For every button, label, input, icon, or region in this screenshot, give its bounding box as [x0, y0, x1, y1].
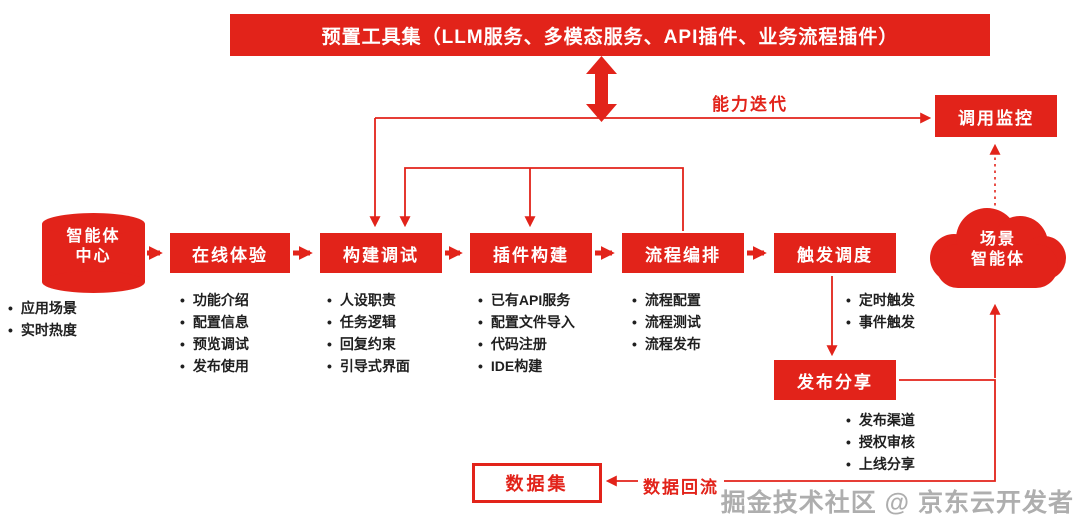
bullet-item: 定时触发 [846, 289, 915, 311]
call-monitor-box: 调用监控 [935, 95, 1057, 137]
bullet-item: 流程发布 [632, 333, 701, 355]
dataset-label: 数据集 [505, 474, 569, 494]
orchestration-bullets: 流程配置 流程测试 流程发布 [632, 289, 701, 355]
cloud-shape [936, 244, 1058, 288]
agent-center-label-line1: 智能体 [66, 228, 121, 245]
data-backflow-label: 数据回流 [638, 473, 724, 498]
cylinder-bottom [42, 271, 145, 293]
scene-agent-label-line2: 智能体 [970, 251, 1025, 268]
watermark-text: 掘金技术社区 @ 京东云开发者 [720, 489, 1074, 517]
scene-agent-label-line1: 场景 [979, 231, 1016, 248]
bullet-item: 发布渠道 [846, 409, 915, 431]
feedback-loop-line [399, 167, 684, 231]
flow-box-label: 流程编排 [645, 245, 721, 265]
toolset-double-arrow-icon [586, 56, 617, 122]
agent-center-cylinder: 智能体 中心 [42, 213, 145, 293]
publish-share-bullets: 发布渠道 授权审核 上线分享 [846, 409, 915, 475]
flow-box-orchestration: 流程编排 [622, 233, 744, 273]
bullet-item: 授权审核 [846, 431, 915, 453]
flow-box-label: 插件构建 [493, 245, 569, 265]
toolset-banner: 预置工具集（LLM服务、多模态服务、API插件、业务流程插件） [230, 14, 990, 56]
build-debug-bullets: 人设职责 任务逻辑 回复约束 引导式界面 [327, 289, 410, 377]
bullet-item: 功能介绍 [180, 289, 249, 311]
trigger-dispatch-bullets: 定时触发 事件触发 [846, 289, 915, 333]
capability-iteration-label: 能力迭代 [712, 95, 788, 114]
flow-box-label: 构建调试 [343, 245, 419, 265]
bullet-item: 人设职责 [327, 289, 410, 311]
bullet-item: 流程配置 [632, 289, 701, 311]
bullet-item: 应用场景 [8, 297, 77, 319]
bullet-item: 任务逻辑 [327, 311, 410, 333]
agent-center-bullets: 应用场景 实时热度 [8, 297, 77, 341]
agent-center-label: 智能体 中心 [42, 227, 145, 267]
online-experience-bullets: 功能介绍 配置信息 预览调试 发布使用 [180, 289, 249, 377]
bullet-item: 上线分享 [846, 453, 915, 475]
plugin-build-bullets: 已有API服务 配置文件导入 代码注册 IDE构建 [478, 289, 575, 377]
publish-backflow-lines [605, 303, 1001, 487]
scene-agent-cloud: 场景 智能体 [930, 206, 1066, 300]
capability-iteration-line [369, 112, 932, 228]
bullet-item: 配置文件导入 [478, 311, 575, 333]
flow-box-trigger-dispatch: 触发调度 [774, 233, 896, 273]
bullet-item: 实时热度 [8, 319, 77, 341]
call-monitor-label: 调用监控 [958, 108, 1034, 128]
bullet-item: 引导式界面 [327, 355, 410, 377]
bullet-item: 配置信息 [180, 311, 249, 333]
bullet-item: 代码注册 [478, 333, 575, 355]
bullet-item: IDE构建 [478, 355, 575, 377]
agent-center-label-line2: 中心 [75, 248, 112, 265]
publish-share-label: 发布分享 [797, 372, 873, 392]
toolset-banner-label: 预置工具集（LLM服务、多模态服务、API插件、业务流程插件） [321, 26, 899, 48]
bullet-item: 已有API服务 [478, 289, 575, 311]
flow-box-online-experience: 在线体验 [170, 233, 290, 273]
flow-box-plugin-build: 插件构建 [470, 233, 592, 273]
publish-share-box: 发布分享 [774, 360, 896, 400]
bullet-item: 回复约束 [327, 333, 410, 355]
scene-agent-label: 场景 智能体 [930, 230, 1066, 270]
cylinder-top [42, 213, 145, 235]
flow-box-label: 触发调度 [797, 245, 873, 265]
bullet-item: 预览调试 [180, 333, 249, 355]
bullet-item: 事件触发 [846, 311, 915, 333]
bullet-item: 发布使用 [180, 355, 249, 377]
dataset-box: 数据集 [472, 463, 602, 503]
bullet-item: 流程测试 [632, 311, 701, 333]
flow-box-label: 在线体验 [192, 245, 268, 265]
flow-box-build-debug: 构建调试 [320, 233, 442, 273]
